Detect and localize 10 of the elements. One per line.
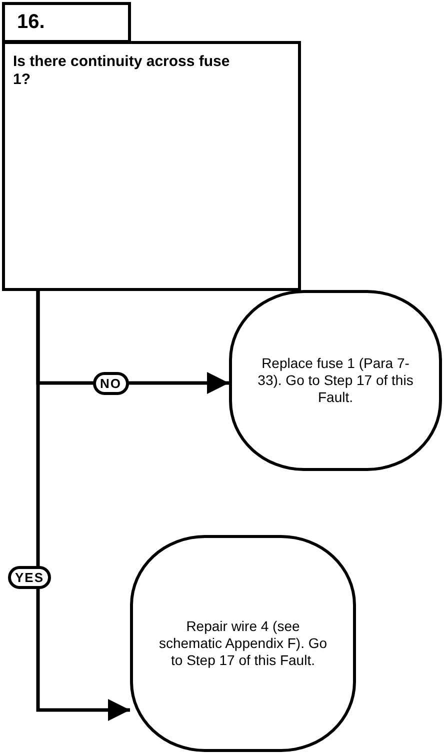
edge-label: YES: [8, 566, 52, 589]
question-box: [2, 41, 301, 291]
edge-label: NO: [93, 372, 128, 395]
question-text: Is there continuity across fuse 1?: [13, 53, 231, 90]
step-number: 16.: [17, 11, 45, 35]
arrow: [36, 291, 130, 721]
instruction-text: Repair wire 4 (see schematic Appendix F). Go to Step 17 of this Fault.: [158, 618, 328, 669]
instruction-text: Replace fuse 1 (Para 7-33). Go to Step 17 of this Fault.: [256, 355, 414, 406]
action-terminal: [130, 535, 356, 752]
step-number-tab: [2, 2, 131, 43]
